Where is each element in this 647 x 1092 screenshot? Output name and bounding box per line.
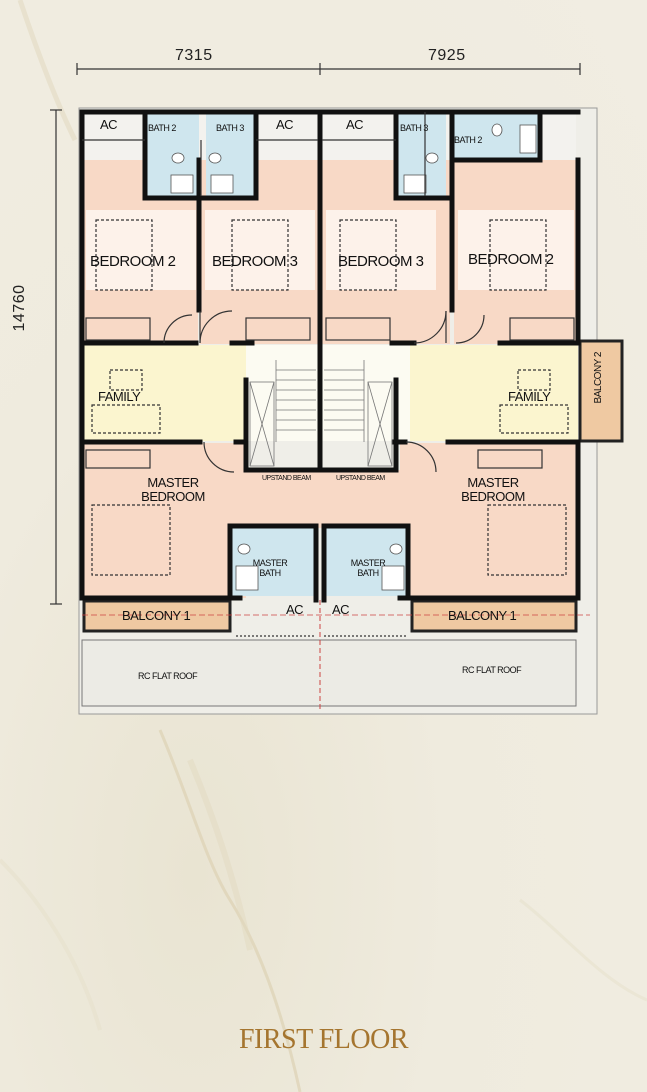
- right-ac-2-label: AC: [332, 602, 350, 617]
- dimension-depth: 14760: [11, 284, 28, 332]
- interior-lines: [82, 112, 575, 637]
- right-ac-1-label: AC: [346, 117, 364, 132]
- right-bedroom-3-label: BEDROOM 3: [338, 253, 424, 270]
- left-master-bath-line2: BATH: [259, 568, 281, 578]
- dimension-width-right: 7925: [428, 47, 466, 64]
- left-ac-2-label: AC: [276, 117, 294, 132]
- right-master-bedroom-line1: MASTER: [467, 475, 519, 490]
- floor-title: FIRST FLOOR: [238, 1024, 409, 1055]
- right-balcony-1-label: BALCONY 1: [448, 608, 517, 623]
- left-ac-3-label: AC: [286, 602, 304, 617]
- balcony-2-fill: [578, 339, 624, 443]
- balcony-1-right-fill: [410, 599, 578, 633]
- right-roof-label: RC FLAT ROOF: [462, 665, 522, 675]
- dimension-lines: [50, 63, 581, 605]
- balcony-1-left-fill: [82, 599, 232, 633]
- right-bedroom-2-label: BEDROOM 2: [468, 251, 554, 268]
- left-master-bedroom-line1: MASTER: [147, 475, 199, 490]
- left-bath-2-label: BATH 2: [148, 123, 176, 133]
- right-family-label: FAMILY: [508, 389, 551, 404]
- right-master-bath-line2: BATH: [357, 568, 379, 578]
- left-ac-1-label: AC: [100, 117, 118, 132]
- left-bedroom-3-label: BEDROOM 3: [212, 253, 298, 270]
- walls: [79, 109, 581, 603]
- right-bath-2-label: BATH 2: [454, 135, 482, 145]
- right-master-bedroom-line2: BEDROOM: [461, 489, 525, 504]
- left-bath-3-label: BATH 3: [216, 123, 244, 133]
- left-balcony-1-label: BALCONY 1: [122, 608, 191, 623]
- left-master-bedroom-line2: BEDROOM: [141, 489, 205, 504]
- right-balcony-2-label: BALCONY 2: [593, 352, 604, 404]
- dimension-width-left: 7315: [175, 47, 213, 64]
- left-upstand-beam-label: UPSTAND BEAM: [262, 475, 311, 482]
- right-master-bath-line1: MASTER: [350, 558, 386, 568]
- left-master-bath-line1: MASTER: [252, 558, 288, 568]
- right-bath-3-label: BATH 3: [400, 123, 428, 133]
- left-roof-label: RC FLAT ROOF: [138, 671, 198, 681]
- right-upstand-beam-label: UPSTAND BEAM: [336, 475, 385, 482]
- left-family-label: FAMILY: [98, 389, 141, 404]
- left-bedroom-2-label: BEDROOM 2: [90, 253, 176, 270]
